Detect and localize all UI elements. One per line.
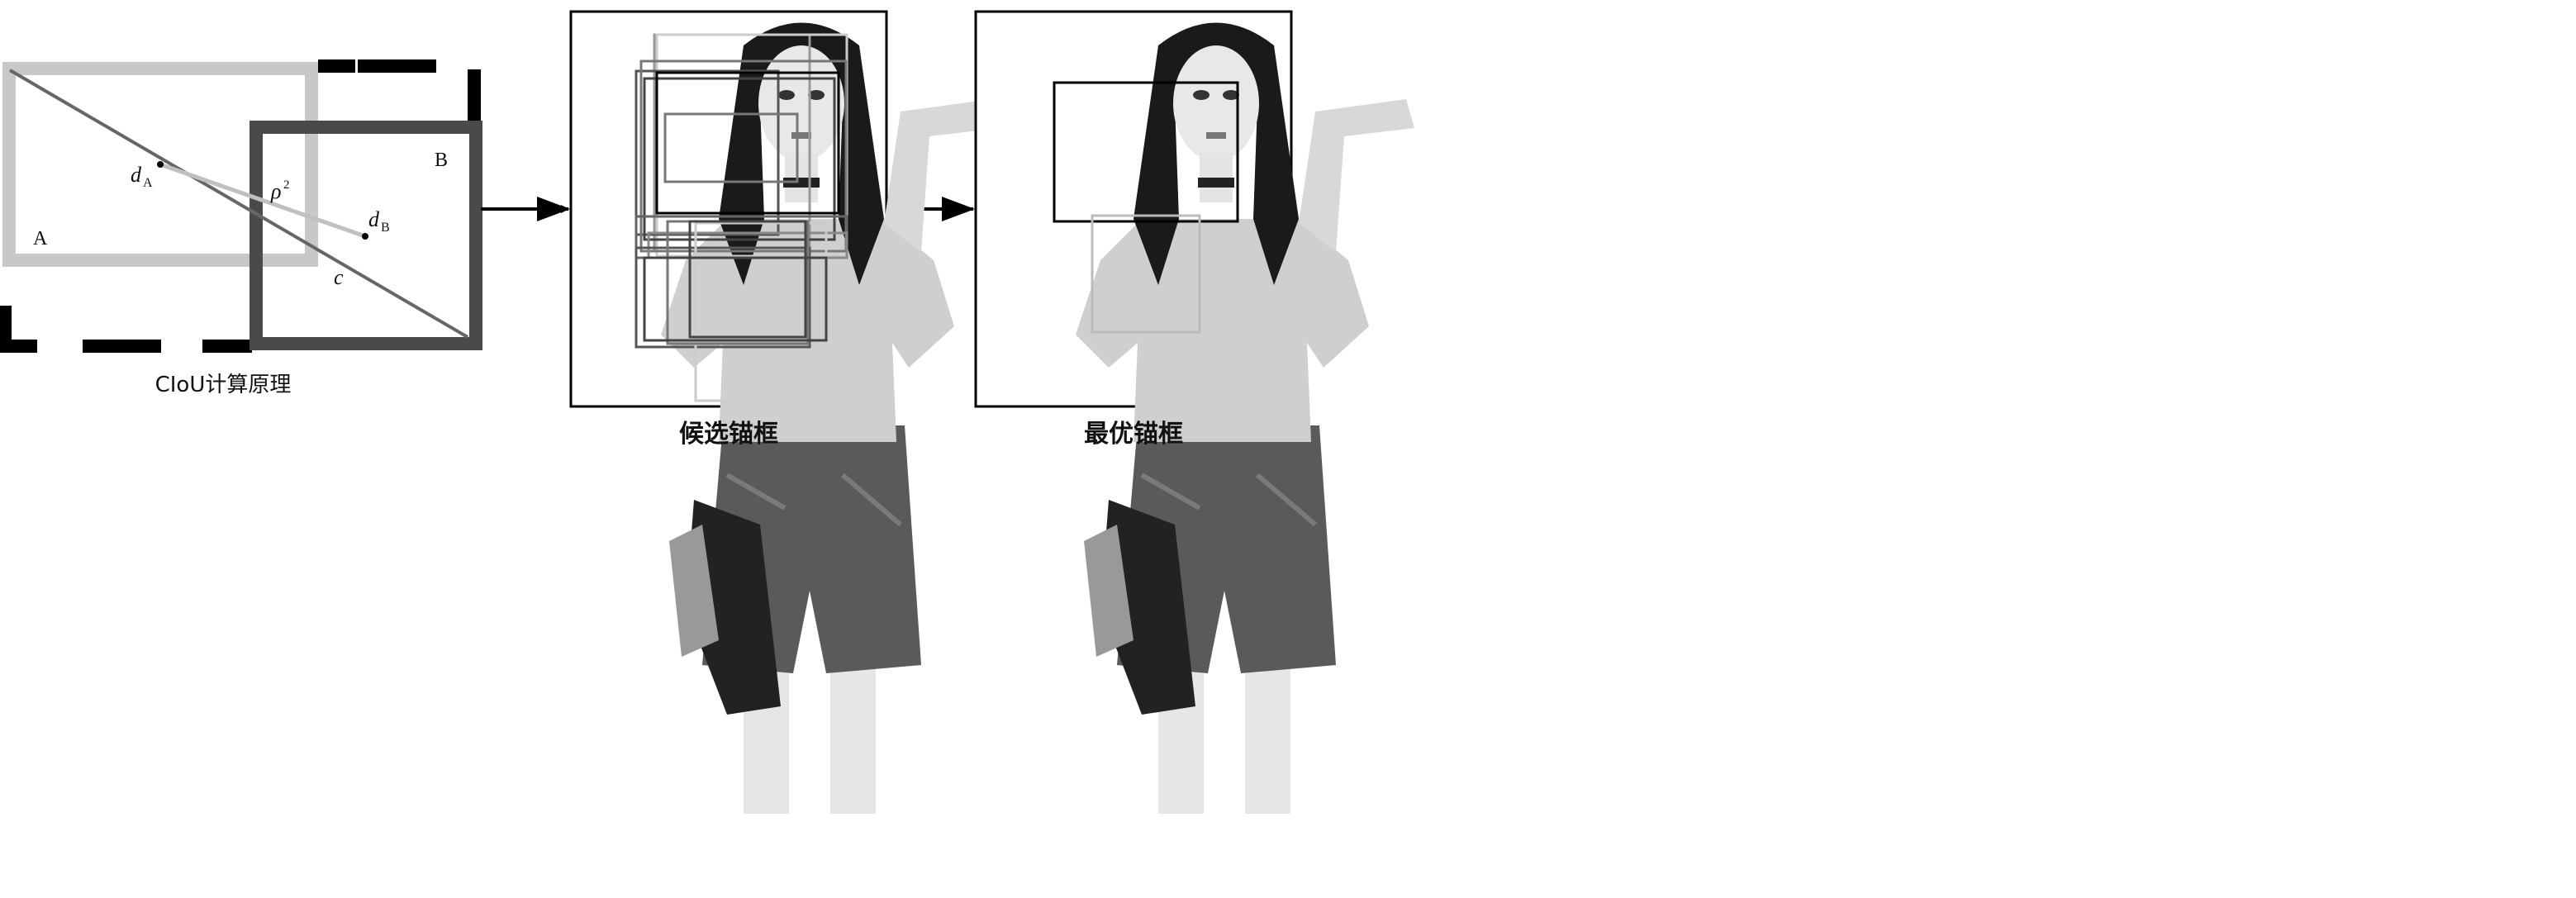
label-c: c: [334, 265, 344, 289]
svg-text:B: B: [381, 221, 390, 235]
best-panel: 最优锚框: [974, 10, 1414, 814]
candidate-boxes: [634, 33, 848, 402]
center-dot-b: [362, 233, 368, 240]
best-box-lower: [1091, 214, 1201, 334]
enclosing-box: [0, 59, 481, 353]
center-dot-a: [157, 161, 164, 168]
ciou-panel: A B d A d B ρ 2 c CIoU计算原理: [0, 59, 482, 397]
svg-text:d: d: [131, 163, 142, 187]
center-distance-line: [159, 162, 366, 239]
svg-text:d: d: [368, 207, 380, 231]
label-rho: ρ 2: [270, 178, 290, 203]
arrow-head-1: [537, 197, 570, 221]
box-b: [250, 121, 482, 350]
label-da: d A: [131, 163, 153, 190]
svg-text:ρ: ρ: [270, 179, 281, 203]
candidates-panel: 候选锚框: [569, 10, 1000, 814]
candidates-caption: 候选锚框: [679, 420, 778, 449]
svg-text:2: 2: [283, 178, 290, 192]
label-a: A: [33, 228, 48, 249]
svg-text:A: A: [143, 176, 153, 190]
ciou-caption: CIoU计算原理: [155, 373, 292, 397]
box-a: [2, 62, 318, 267]
best-caption: 最优锚框: [1084, 420, 1183, 449]
label-db: d B: [368, 207, 390, 235]
diagonal-line: [8, 69, 469, 339]
label-b: B: [435, 150, 448, 171]
best-box-upper: [1053, 81, 1239, 223]
arrow-head-2: [942, 197, 975, 221]
